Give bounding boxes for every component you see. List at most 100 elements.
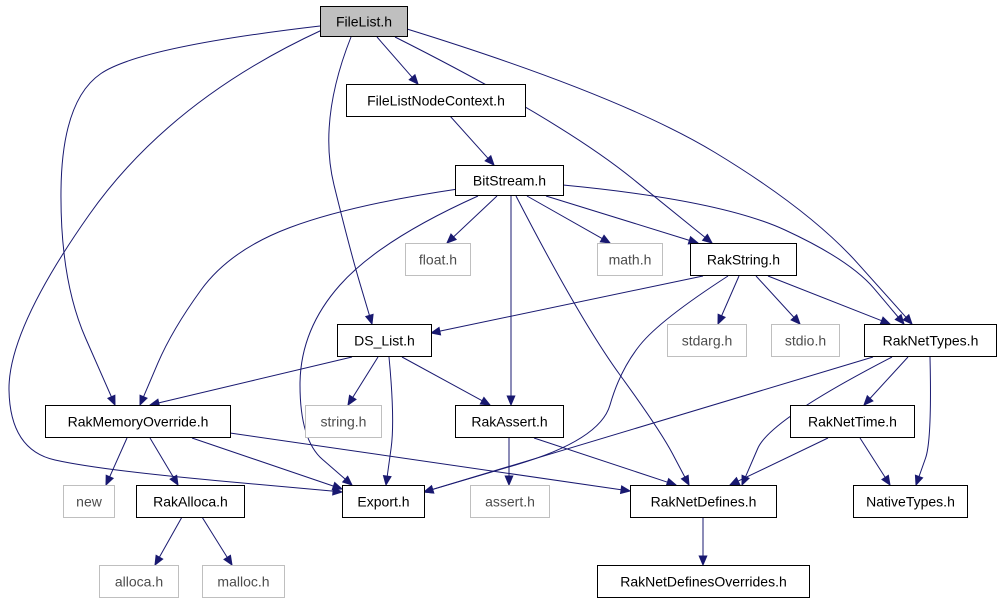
edge-rakstring-to-raknettypes xyxy=(767,275,892,325)
edge-line xyxy=(109,437,128,477)
edge-line xyxy=(859,437,886,478)
edge-rakmemoryoverride-to-exporth xyxy=(191,437,344,491)
node-label: RakMemoryOverride.h xyxy=(68,414,209,430)
edge-line xyxy=(432,275,729,490)
edge-rakstring-to-dslist xyxy=(429,275,704,336)
node-box xyxy=(690,243,797,276)
edge-arrowhead xyxy=(728,476,741,486)
node-box xyxy=(864,324,997,357)
node-label: FileList.h xyxy=(336,14,392,30)
edge-line xyxy=(376,36,413,78)
edges-layer xyxy=(8,25,931,567)
node-floath: float.h xyxy=(405,243,471,276)
edge-arrowhead xyxy=(506,395,516,407)
node-rakassert[interactable]: RakAssert.h xyxy=(455,405,564,438)
edge-arrowhead xyxy=(619,485,632,495)
node-box xyxy=(136,485,245,518)
edge-filelistnodecontext-to-bitstream xyxy=(449,115,495,166)
node-box xyxy=(305,405,382,438)
edge-filelist-to-filelistnodecontext xyxy=(376,36,419,85)
edge-raknettypes-to-exporth xyxy=(422,356,874,494)
node-newh: new xyxy=(63,485,115,518)
edge-line xyxy=(432,356,874,490)
node-box xyxy=(470,485,550,518)
node-box xyxy=(790,405,915,438)
edge-arrowhead xyxy=(698,555,708,567)
edge-arrowhead xyxy=(879,316,892,325)
edge-filelist-to-dslist xyxy=(328,36,374,326)
edge-rakstring-to-exporth xyxy=(422,275,729,494)
edge-line xyxy=(453,195,498,238)
edge-arrowhead xyxy=(154,554,164,567)
edge-line xyxy=(562,184,899,318)
node-box xyxy=(346,84,526,117)
edge-rakassert-to-asserth xyxy=(504,438,514,487)
edge-rakmemoryoverride-to-newh xyxy=(105,437,128,487)
edge-line xyxy=(328,36,370,316)
node-raknetdefines[interactable]: RakNetDefines.h xyxy=(630,485,777,518)
node-box xyxy=(320,6,408,37)
node-box xyxy=(771,324,840,357)
edge-arrowhead xyxy=(107,394,116,407)
node-raknettypes[interactable]: RakNetTypes.h xyxy=(864,324,997,357)
node-label: malloc.h xyxy=(217,574,269,590)
node-filelist: FileList.h xyxy=(320,6,408,37)
node-label: new xyxy=(76,494,103,510)
node-rakalloca[interactable]: RakAlloca.h xyxy=(136,485,245,518)
edge-rakalloca-to-allocah xyxy=(154,516,183,567)
edge-line xyxy=(158,516,183,558)
edge-dslist-to-rakassert xyxy=(401,356,492,406)
edge-line xyxy=(201,516,228,558)
node-label: Export.h xyxy=(357,494,409,510)
node-rakmemoryoverride[interactable]: RakMemoryOverride.h xyxy=(45,405,231,438)
edge-line xyxy=(191,437,334,487)
node-raknettime[interactable]: RakNetTime.h xyxy=(790,405,915,438)
edge-line xyxy=(737,437,829,482)
edge-bitstream-to-floath xyxy=(446,195,498,244)
edge-arrowhead xyxy=(422,484,435,494)
edge-arrowhead xyxy=(863,394,874,406)
edge-arrowhead xyxy=(741,474,750,487)
edge-raknetdefines-to-raknetdefinesoverrides xyxy=(698,518,708,567)
node-label: RakAssert.h xyxy=(471,414,547,430)
node-label: NativeTypes.h xyxy=(866,494,955,510)
node-label: float.h xyxy=(419,252,457,268)
edge-bitstream-to-mathh xyxy=(526,195,612,244)
edge-rakmemoryoverride-to-rakalloca xyxy=(149,437,179,487)
edge-arrowhead xyxy=(331,481,344,491)
edge-line xyxy=(515,195,686,478)
edge-filelist-to-rakstring xyxy=(394,36,713,244)
node-label: RakNetDefinesOverrides.h xyxy=(620,574,787,590)
edge-arrowhead xyxy=(139,394,148,407)
node-nativetypes[interactable]: NativeTypes.h xyxy=(853,485,968,518)
node-exporth[interactable]: Export.h xyxy=(342,485,425,518)
edge-dslist-to-rakmemoryoverride xyxy=(148,356,353,408)
edge-arrowhead xyxy=(347,394,357,407)
edge-arrowhead xyxy=(105,474,115,487)
edge-line xyxy=(721,275,740,316)
edge-line xyxy=(8,29,334,492)
node-dslist[interactable]: DS_List.h xyxy=(337,324,432,357)
edge-filelist-to-raknettypes xyxy=(406,28,913,325)
node-box xyxy=(597,565,810,598)
edge-line xyxy=(755,275,795,318)
node-filelistnodecontext[interactable]: FileListNodeContext.h xyxy=(346,84,526,117)
node-box xyxy=(63,485,115,518)
node-label: BitStream.h xyxy=(473,173,546,189)
node-label: string.h xyxy=(321,414,367,430)
edge-arrowhead xyxy=(504,475,514,487)
node-stdioh: stdio.h xyxy=(771,324,840,357)
edge-arrowhead xyxy=(484,154,495,166)
node-rakstring[interactable]: RakString.h xyxy=(690,243,797,276)
edge-line xyxy=(149,437,174,478)
node-raknetdefinesoverrides[interactable]: RakNetDefinesOverrides.h xyxy=(597,565,810,598)
edge-line xyxy=(526,195,603,240)
node-box xyxy=(45,405,231,438)
edge-arrowhead xyxy=(680,474,690,487)
node-label: RakNetTime.h xyxy=(808,414,897,430)
node-bitstream[interactable]: BitStream.h xyxy=(455,165,564,196)
edge-arrowhead xyxy=(717,313,726,326)
edge-arrowhead xyxy=(223,554,233,567)
node-box xyxy=(337,324,432,357)
